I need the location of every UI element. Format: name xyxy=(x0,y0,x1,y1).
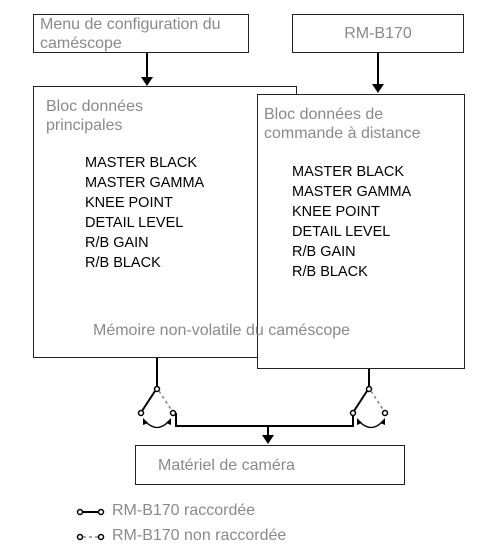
nonvolatile-memory-label: Mémoire non-volatile du caméscope xyxy=(93,322,351,339)
camera-menu-label: Menu de configuration du caméscope xyxy=(40,16,221,52)
main-block-title: Bloc données principales xyxy=(46,98,143,134)
remote-param-item: MASTER GAMMA xyxy=(292,184,412,200)
legend-connected-label: RM-B170 raccordée xyxy=(112,502,256,519)
remote-param-item: MASTER BLACK xyxy=(292,164,404,180)
right-switch xyxy=(349,368,389,429)
remote-data-block: Bloc données de commande à distance MAST… xyxy=(257,94,465,369)
main-data-block: Bloc données principales MASTER BLACK MA… xyxy=(33,86,297,358)
legend-connected-symbol xyxy=(76,508,105,516)
camera-menu-box: Menu de configuration du caméscope xyxy=(33,14,249,53)
remote-param-item: DETAIL LEVEL xyxy=(292,224,391,240)
main-param-item: KNEE POINT xyxy=(85,195,173,211)
arrowhead-menu-to-main xyxy=(141,77,153,86)
legend-not-connected-symbol xyxy=(76,533,105,541)
main-param-item: MASTER BLACK xyxy=(85,155,197,171)
main-params-list: MASTER BLACK MASTER GAMMA KNEE POINT DET… xyxy=(85,153,204,273)
arrowhead-rm-to-remote xyxy=(372,84,384,93)
main-param-item: R/B GAIN xyxy=(85,235,149,251)
main-param-item: MASTER GAMMA xyxy=(85,175,205,191)
remote-params-list: MASTER BLACK MASTER GAMMA KNEE POINT DET… xyxy=(292,162,411,282)
remote-param-item: R/B BLACK xyxy=(292,264,368,280)
camera-hardware-label: Matériel de caméra xyxy=(158,457,295,474)
remote-param-item: R/B GAIN xyxy=(292,244,356,260)
rm-b170-box: RM-B170 xyxy=(292,14,464,53)
remote-block-title: Bloc données de commande à distance xyxy=(264,106,421,142)
arrowhead-to-hardware xyxy=(262,435,274,444)
main-param-item: R/B BLACK xyxy=(85,255,161,271)
camera-hardware-box: Matériel de caméra xyxy=(135,445,405,485)
rm-b170-label: RM-B170 xyxy=(344,25,412,42)
legend-not-connected-label: RM-B170 non raccordée xyxy=(112,527,287,544)
remote-param-item: KNEE POINT xyxy=(292,204,380,220)
left-switch xyxy=(137,358,177,429)
main-param-item: DETAIL LEVEL xyxy=(85,215,184,231)
